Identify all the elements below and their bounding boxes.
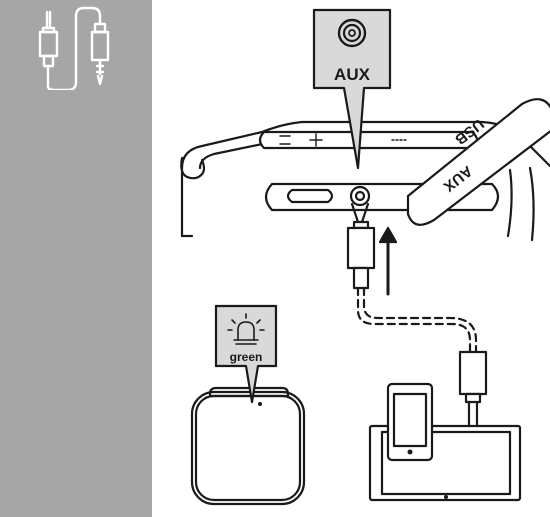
phone-tablet-icon bbox=[368, 382, 522, 502]
speaker-front-small bbox=[190, 386, 306, 506]
sidebar-panel bbox=[0, 0, 152, 517]
led-callout-label: green bbox=[230, 350, 263, 364]
aux-plug-top bbox=[346, 202, 376, 290]
aux-cable bbox=[356, 286, 478, 354]
aux-callout-label: AUX bbox=[334, 65, 371, 84]
aux-callout bbox=[312, 8, 392, 170]
led-light-icon bbox=[227, 313, 265, 345]
headphone-jack-icon bbox=[337, 18, 367, 48]
connection-scene: AUX green USB AUX bbox=[180, 8, 550, 506]
insert-arrow bbox=[378, 226, 398, 296]
rubber-flap bbox=[406, 98, 550, 226]
speaker-body bbox=[180, 120, 550, 242]
aux-cable-icon bbox=[38, 6, 110, 90]
